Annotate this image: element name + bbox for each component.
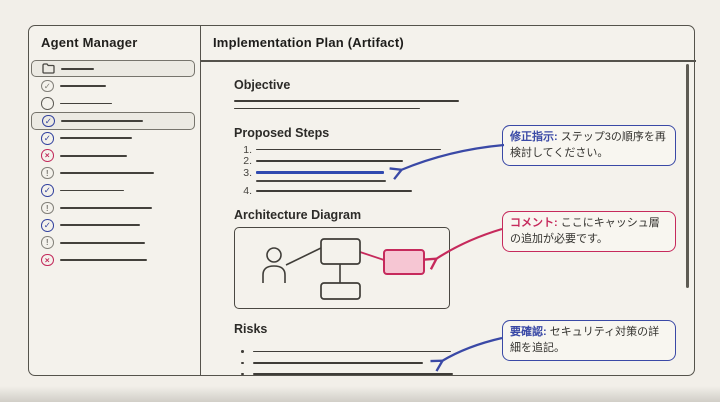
section-heading-objective: Objective: [234, 78, 291, 92]
alert-circle-icon: !: [41, 201, 54, 215]
risk-text-placeholder: [252, 350, 451, 353]
step-text-placeholder: [256, 190, 412, 192]
architecture-diagram-svg: [262, 238, 425, 300]
risk-item-3: [241, 369, 453, 380]
check-circle-icon: ✓: [41, 79, 54, 93]
step-number: 2.: [243, 155, 252, 167]
task-label-placeholder: [59, 85, 106, 87]
check-circle-icon: ✓: [41, 219, 54, 232]
check-circle-icon: ✓: [41, 184, 54, 197]
annotation-confirm[interactable]: 要確認: セキュリティ対策の詳細を追記。: [502, 320, 676, 362]
arrow-confirm-to-risk: [442, 336, 503, 361]
annotation-text: ステップ3の順序を再検討してください。: [510, 131, 666, 159]
sidebar-item-warning-6[interactable]: !: [31, 164, 195, 181]
step-item-4: 4.: [241, 185, 412, 197]
subcomponent-node[interactable]: [320, 282, 361, 300]
check-circle-icon: ✓: [41, 132, 54, 145]
task-label-placeholder: [59, 137, 132, 140]
scrollbar[interactable]: [686, 64, 689, 288]
x-circle-icon: ×: [41, 253, 54, 267]
sidebar-item-pending-2[interactable]: [31, 95, 195, 112]
step-text-placeholder-line2: [256, 180, 386, 182]
sidebar-item-error-11[interactable]: ×: [31, 251, 195, 268]
task-label-placeholder: [59, 189, 124, 192]
x-circle-icon: ×: [41, 149, 54, 162]
step-text-placeholder: [256, 148, 441, 151]
sidebar-agent-manager: Agent Manager ✓ ✓ ✓ ×! ✓! ✓! ×: [29, 26, 201, 375]
section-heading-architecture: Architecture Diagram: [234, 208, 362, 222]
step-item-2: 2.: [241, 155, 403, 167]
annotation-text: ここにキャッシュ層の追加が必要です。: [510, 217, 660, 245]
artifact-title: Implementation Plan (Artifact): [213, 35, 404, 50]
task-label-placeholder: [59, 172, 154, 174]
sidebar-title: Agent Manager: [41, 35, 138, 50]
sidebar-item-warning-8[interactable]: !: [31, 199, 195, 216]
task-label-placeholder: [59, 154, 127, 157]
sidebar-item-done-blue-7[interactable]: ✓: [31, 182, 195, 199]
risk-item-1: [241, 346, 451, 357]
task-label-placeholder: [59, 224, 140, 227]
alert-circle-icon: !: [41, 166, 54, 180]
annotation-label: 修正指示:: [510, 131, 558, 143]
annotation-text: セキュリティ対策の詳細を追記。: [510, 326, 660, 354]
sidebar-item-done-blue-9[interactable]: ✓: [31, 217, 195, 234]
risk-item-2: [241, 358, 423, 369]
annotation-label: コメント:: [510, 217, 558, 229]
header-divider: [201, 60, 696, 62]
step-text-highlighted: [256, 171, 384, 174]
step-number: 4.: [243, 185, 252, 197]
component-node[interactable]: [320, 238, 361, 265]
check-circle-icon: ✓: [42, 114, 55, 128]
annotation-label: 要確認:: [510, 326, 547, 338]
annotation-revision[interactable]: 修正指示: ステップ3の順序を再検討してください。: [502, 125, 676, 167]
section-heading-proposed-steps: Proposed Steps: [234, 126, 330, 140]
task-label-placeholder: [60, 120, 143, 122]
objective-text-placeholder: [234, 107, 420, 110]
user-icon[interactable]: [262, 247, 286, 283]
step-item-1: 1.: [241, 143, 441, 156]
task-label-placeholder: [59, 241, 145, 244]
step-number: 1.: [243, 143, 252, 156]
sidebar-item-error-5[interactable]: ×: [31, 147, 195, 164]
sidebar-item-folder-0[interactable]: [31, 60, 195, 78]
objective-text-placeholder: [234, 100, 459, 102]
bullet-icon: [241, 372, 244, 376]
app-window: Agent Manager ✓ ✓ ✓ ×! ✓! ✓! × Implementation …: [28, 25, 696, 376]
risk-text-placeholder: [252, 362, 423, 364]
task-label-placeholder: [61, 67, 94, 70]
sidebar-item-done-blue-3[interactable]: ✓: [31, 112, 195, 130]
step-item-3: 3.: [241, 166, 386, 182]
task-label-placeholder: [59, 259, 147, 261]
risk-text-placeholder: [252, 373, 453, 375]
step-text-placeholder: [256, 160, 403, 162]
cache-node-highlighted[interactable]: [383, 249, 425, 275]
alert-circle-icon: !: [41, 236, 54, 249]
task-label-placeholder: [59, 207, 152, 209]
step-number: 3.: [243, 166, 252, 179]
architecture-diagram-canvas: [234, 227, 450, 309]
annotation-comment[interactable]: コメント: ここにキャッシュ層の追加が必要です。: [502, 211, 676, 253]
task-label-placeholder: [59, 102, 112, 105]
folder-icon: [42, 63, 55, 74]
sidebar-item-done-gray-1[interactable]: ✓: [31, 77, 195, 94]
sidebar-item-warning-10[interactable]: !: [31, 234, 195, 251]
circle-icon: [41, 97, 54, 110]
connector-component-cache: [359, 251, 385, 261]
section-heading-risks: Risks: [234, 322, 268, 336]
sidebar-item-done-blue-4[interactable]: ✓: [31, 130, 195, 147]
bullet-icon: [241, 361, 244, 365]
bullet-icon: [241, 350, 244, 353]
connector-user-component: [285, 247, 322, 266]
